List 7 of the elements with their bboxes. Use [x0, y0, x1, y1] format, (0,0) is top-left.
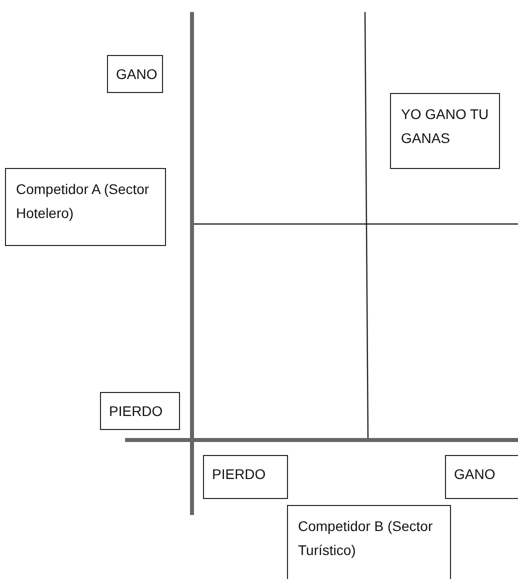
- axis-label: GANO: [445, 455, 518, 499]
- axis-label: GANO: [107, 55, 163, 93]
- axis-title: Competidor B (Sector Turístico): [287, 505, 451, 579]
- axis-label: PIERDO: [203, 455, 288, 499]
- axis-title: Competidor A (Sector Hotelero): [5, 168, 166, 246]
- axis-label: PIERDO: [100, 392, 180, 430]
- quadrant-label: YO GANO TU GANAS: [390, 93, 500, 169]
